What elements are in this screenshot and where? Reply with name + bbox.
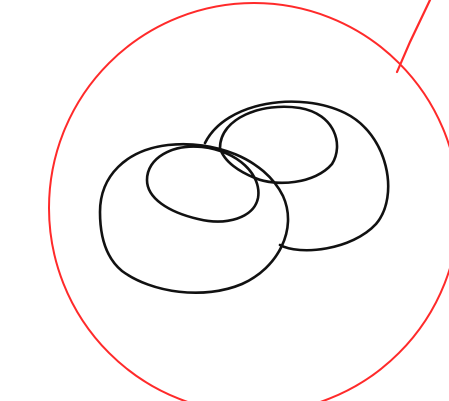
leader-line bbox=[397, 0, 430, 72]
back-blob-inner bbox=[220, 107, 337, 183]
magnifier-circle bbox=[49, 3, 449, 401]
